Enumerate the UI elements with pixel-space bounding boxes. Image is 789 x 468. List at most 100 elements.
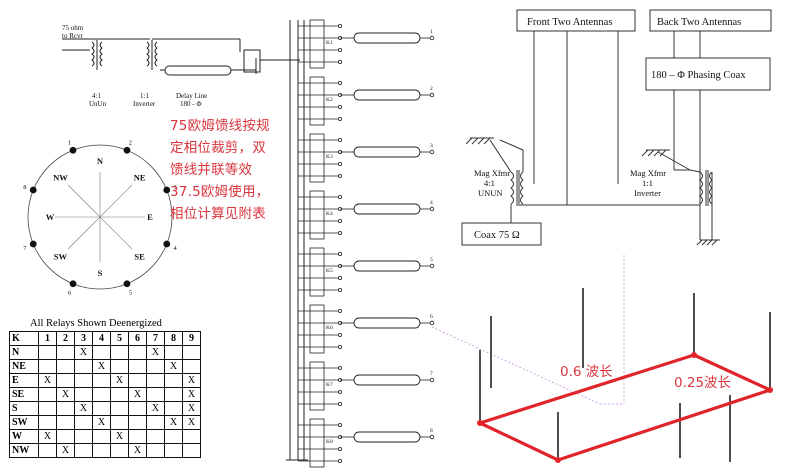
antenna-dot [69,280,77,288]
relay-table-cell [74,443,93,458]
note-line: 馈线并联等效 [170,162,253,178]
relay-channel: K77 [298,361,435,411]
output-coax [353,32,421,44]
relay-table-cell: X [74,345,93,360]
feed-schematic [62,20,308,461]
mag-xfmr-right-label: Mag Xfmr [630,168,666,178]
relay-table-cell [74,373,93,388]
relay-table-direction: NE [9,359,39,374]
relay-label: K2 [326,97,333,103]
relay-table-cell: X [164,359,183,374]
note-line: 37.5欧姆使用， [170,184,270,200]
relay-table-cell [182,429,201,444]
relay-table-cell [38,401,57,416]
compass-direction-w: W [46,212,55,222]
relay-table-cell [146,429,165,444]
phasing-schematic-labels: Front Two Antennas Back Two Antennas 180… [474,17,746,241]
compass-direction-e: E [147,212,153,222]
relay-table-cell [92,345,111,360]
relay-table-cell [110,359,129,374]
relay-table-header-cell: K [9,331,39,346]
unun-label: UnUn [89,100,107,108]
array-width-label: 0.25波长 [674,375,732,391]
relay-table-cell [182,359,201,374]
array-3d: 0.6 波长 0.25波长 [431,255,773,463]
note-line: 定相位裁剪，双 [170,140,266,156]
relay-table-cell [146,373,165,388]
unun-ratio: 4:1 [92,92,101,100]
output-number: 8 [430,428,433,434]
relay-label: K1 [326,40,333,46]
antenna-dot [163,186,171,194]
relay-label: K3 [326,154,333,160]
relay-table-cell [164,345,183,360]
mag-xfmr-left-label: Mag Xfmr [474,168,510,178]
note-line: 75欧姆馈线按规 [170,118,270,134]
antenna-number: 4 [173,245,177,252]
relay-channel: K66 [298,304,435,354]
output-coax [353,431,421,443]
relay-table-header-cell: 9 [182,331,201,346]
relay-table-cell [56,401,75,416]
relay-table-header-cell: 3 [74,331,93,346]
relay-table-cell [146,443,165,458]
feed-schematic-labels: 75 ohm to Rcvr 4:1 UnUn 1:1 Inverter Del… [62,24,207,108]
mag-xfmr-left-type: UNUN [478,188,503,198]
relay-table-direction: S [9,401,39,416]
output-number: 4 [430,200,433,206]
relay-table-cell [38,345,57,360]
feedline-note: 75欧姆馈线按规 定相位裁剪，双 馈线并联等效 37.5欧姆使用， 相位计算见附… [170,115,280,225]
relay-label: K6 [326,325,333,331]
relay-table-cell [128,345,147,360]
relay-table-cell: X [38,373,57,388]
relay-table-cell [56,415,75,430]
relay-channel: K22 [298,76,435,126]
relay-table-cell [146,415,165,430]
mag-xfmr-left-ratio: 4:1 [484,178,495,188]
phasing-schematic [461,9,772,246]
relay-table-cell [38,415,57,430]
back-antennas-label: Back Two Antennas [657,17,741,28]
relay-table-cell [38,387,57,402]
relay-table-cell [92,401,111,416]
relay-channel: K55 [298,247,435,297]
relay-table-header-cell: 1 [38,331,57,346]
phasing-coax-label: 180 – Φ Phasing Coax [651,70,746,81]
relay-table-title: All Relays Shown Deenergized [30,318,162,329]
relay-table-cell [92,387,111,402]
output-coax [353,89,421,101]
relay-table-cell [164,429,183,444]
relay-table-cell [182,443,201,458]
inverter-label: Inverter [133,100,156,108]
coax-75-label: Coax 75 Ω [474,230,520,241]
relay-table-cell [110,401,129,416]
coax-75-box [461,222,542,246]
phasing-coax-box [645,57,771,91]
array-footprint-outline [478,353,772,462]
relay-channel: K3 3 [298,133,435,183]
relay-table-cell [182,345,201,360]
output-number: 3 [430,143,433,149]
relay-table-cell: X [182,373,201,388]
relay-table-cell [146,387,165,402]
relay-table-cell: X [56,387,75,402]
relay-table-direction: W [9,429,39,444]
relay-table-direction: NW [9,443,39,458]
output-number: 7 [430,371,433,377]
relay-table-cell [74,387,93,402]
mag-xfmr-right-ratio: 1:1 [642,178,653,188]
antenna-dot [69,146,77,154]
relay-table-cell [128,429,147,444]
relay-table-cell: X [92,359,111,374]
output-coax [353,317,421,329]
relay-table-cell [74,429,93,444]
relay-table-cell: X [110,429,129,444]
relay-table-cell [164,387,183,402]
relay-table-cell: X [128,443,147,458]
